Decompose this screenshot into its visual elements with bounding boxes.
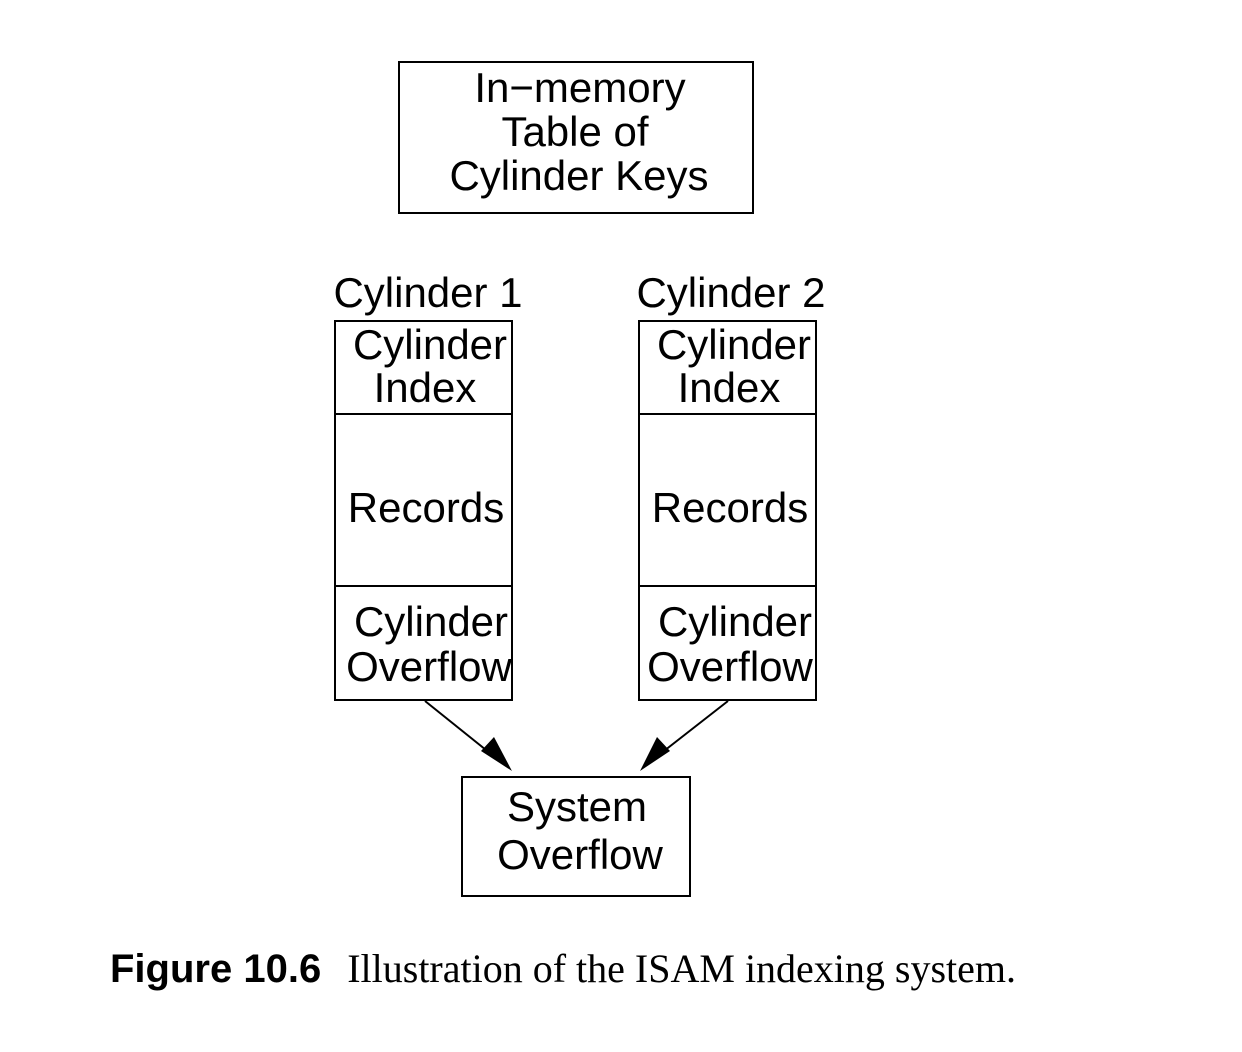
memory-table-node: In−memory Table of Cylinder Keys <box>398 61 754 214</box>
arrow-cylinder-1-to-system-overflow <box>424 700 512 771</box>
caption-figure-number: Figure 10.6 <box>110 947 321 991</box>
cylinder-1-records-label: Records <box>348 484 504 531</box>
cylinder-1-title: Cylinder 1 <box>333 269 522 316</box>
memory-table-line-2: Table of <box>501 108 648 155</box>
system-overflow-node: System Overflow <box>461 776 691 897</box>
system-overflow-line-1: System <box>507 783 647 830</box>
figure-caption: Figure 10.6 Illustration of the ISAM ind… <box>110 946 1016 991</box>
cylinder-2-overflow-line-2: Overflow <box>647 643 813 690</box>
memory-table-line-3: Cylinder Keys <box>449 152 708 199</box>
cylinder-1-overflow-line-1: Cylinder <box>354 598 508 645</box>
svg-text:Figure 10.6 Illustration: Figure 10.6 Illustration of the ISAM ind… <box>110 946 1016 991</box>
cylinder-2-index-line-1: Cylinder <box>657 321 811 368</box>
cylinder-1-index-line-2: Index <box>374 364 477 411</box>
cylinder-1-node: Cylinder 1 Cylinder Index Records Cylind… <box>333 269 523 701</box>
system-overflow-line-2: Overflow <box>497 831 663 878</box>
caption-text: Illustration of the ISAM indexing system… <box>347 946 1016 991</box>
cylinder-2-overflow-line-1: Cylinder <box>658 598 812 645</box>
arrow-cylinder-2-to-system-overflow <box>640 700 729 771</box>
cylinder-2-records-label: Records <box>652 484 808 531</box>
cylinder-1-overflow-line-2: Overflow <box>346 643 512 690</box>
cylinder-2-node: Cylinder 2 Cylinder Index Records Cylind… <box>636 269 826 701</box>
cylinder-2-index-line-2: Index <box>678 364 781 411</box>
cylinder-1-index-line-1: Cylinder <box>353 321 507 368</box>
memory-table-line-1: In−memory <box>474 64 685 111</box>
cylinder-2-title: Cylinder 2 <box>636 269 825 316</box>
